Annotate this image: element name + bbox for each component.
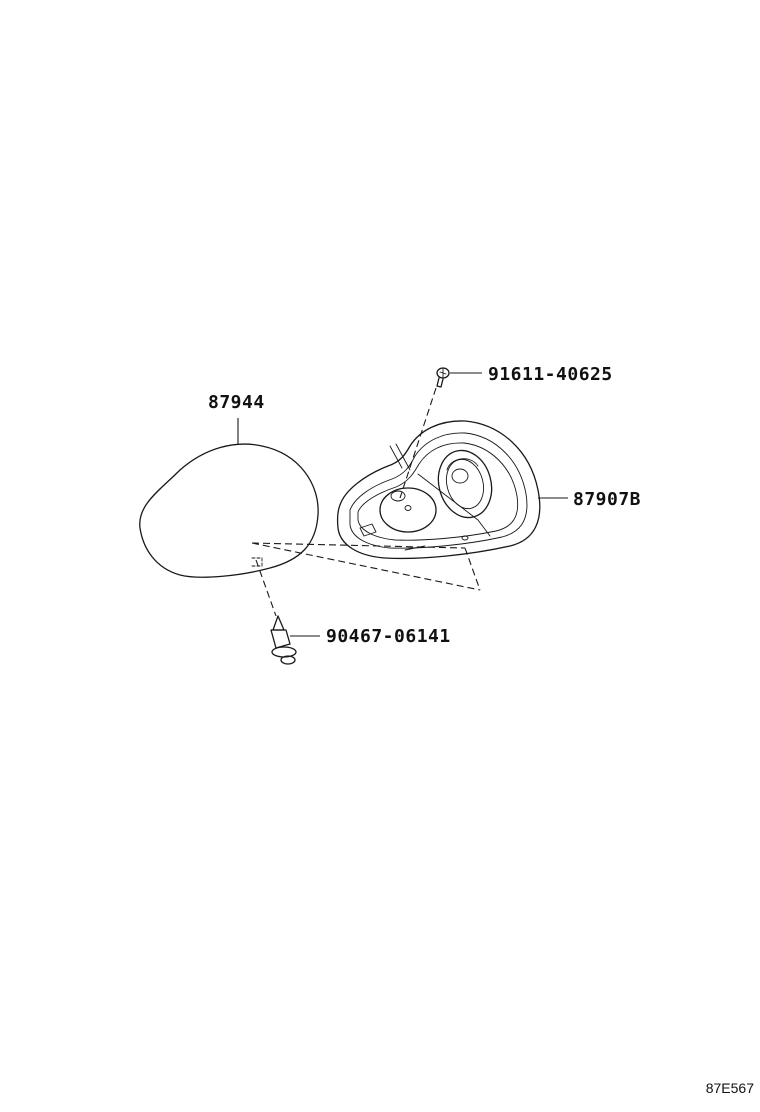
part-label-screw: 91611-40625 — [488, 364, 613, 385]
screw[interactable] — [436, 367, 450, 388]
mirror-cover[interactable] — [139, 443, 319, 578]
part-label-clip: 90467-06141 — [326, 626, 451, 647]
diagram-ref-code: 87E567 — [706, 1080, 754, 1096]
part-label-housing: 87907B — [573, 489, 641, 510]
mirror-housing[interactable] — [336, 420, 541, 560]
part-label-cover: 87944 — [208, 392, 265, 413]
assembly-guides — [251, 387, 481, 617]
clip[interactable] — [270, 615, 297, 665]
leader-lines — [237, 372, 568, 637]
